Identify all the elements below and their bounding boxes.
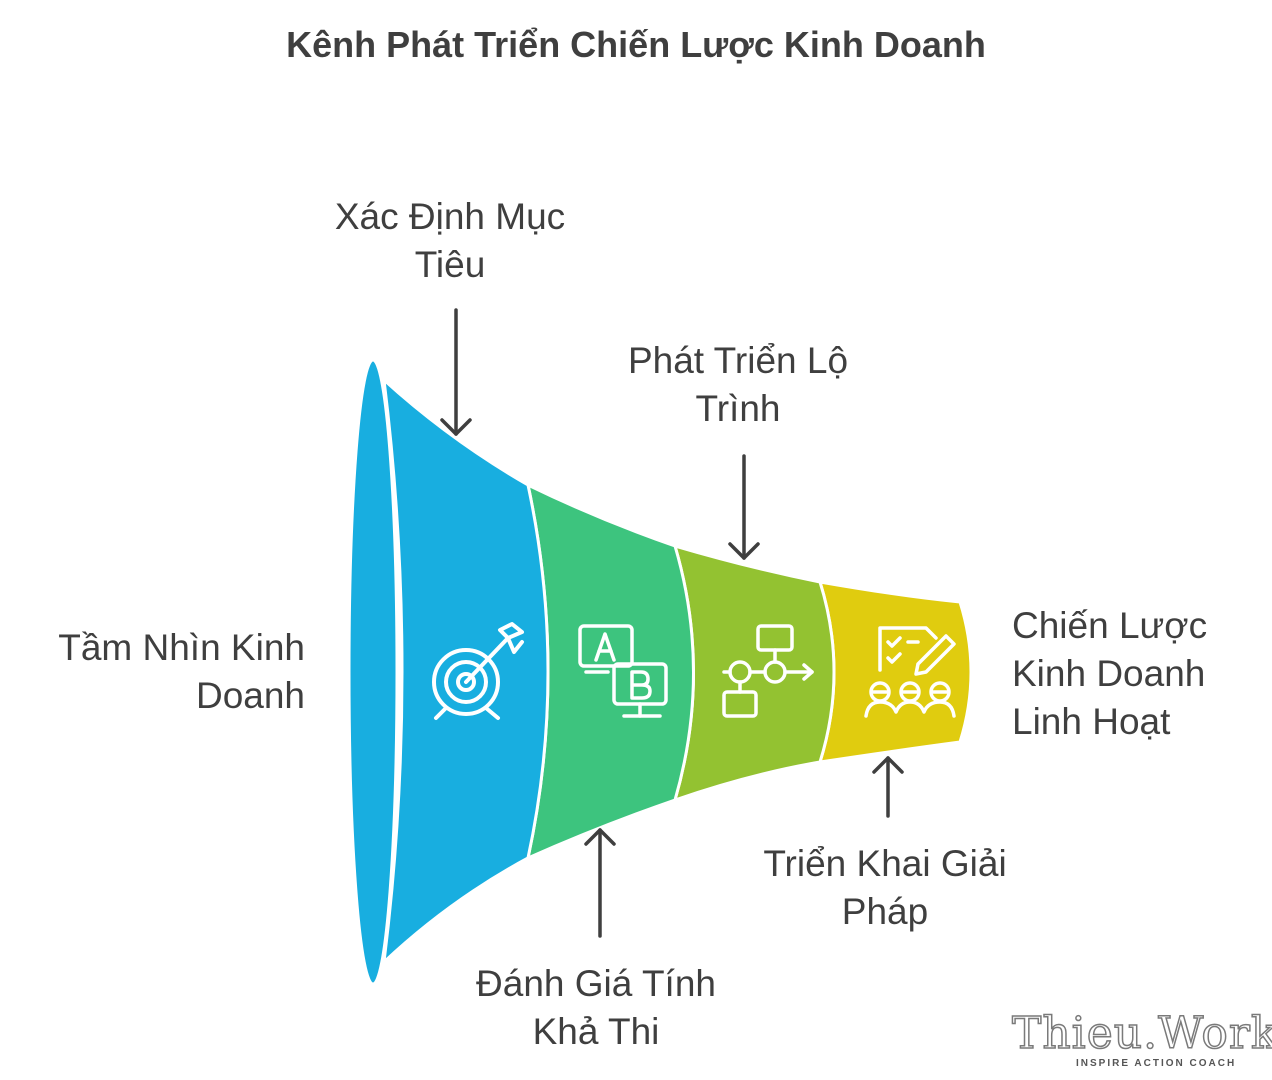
funnel-segment-feasibility	[525, 482, 695, 861]
arrow-roadmap	[728, 454, 760, 560]
label-goal-line-1: Xác Định Mục	[334, 196, 566, 237]
label-vision-line-1: Tầm Nhìn Kinh	[58, 627, 305, 668]
arrow-implement	[872, 756, 904, 818]
team-checklist-icon	[864, 626, 956, 718]
funnel-segment-implement	[817, 580, 973, 764]
label-implement-line-1: Triển Khai Giải	[763, 843, 1007, 884]
label-result: Chiến Lược Kinh Doanh Linh Hoạt	[1012, 602, 1207, 746]
label-result-line-1: Chiến Lược	[1012, 605, 1208, 646]
label-roadmap-line-2: Trình	[695, 388, 781, 429]
label-result-line-2: Kinh Doanh	[1012, 653, 1206, 694]
funnel-segment-goal	[382, 376, 550, 966]
target-icon	[432, 622, 524, 720]
funnel-mouth-vision	[347, 358, 399, 986]
label-roadmap: Phát Triển Lộ Trình	[588, 337, 888, 433]
logo-tagline: INSPIRE ACTION COACH	[1076, 1058, 1237, 1069]
label-implement-line-2: Pháp	[841, 891, 929, 932]
flowchart-icon	[722, 624, 814, 718]
ab-test-icon	[578, 624, 668, 718]
arrow-goal	[440, 308, 472, 436]
label-feasibility-line-1: Đánh Giá Tính	[476, 963, 716, 1004]
watermark-logo: Thieu.Work INSPIRE ACTION COACH	[1011, 1007, 1272, 1072]
label-goal-line-2: Tiêu	[414, 244, 486, 285]
label-vision: Tầm Nhìn Kinh Doanh	[58, 624, 305, 720]
label-vision-line-2: Doanh	[195, 675, 305, 716]
label-feasibility: Đánh Giá Tính Khả Thi	[446, 960, 746, 1056]
label-roadmap-line-1: Phát Triển Lộ	[627, 340, 849, 381]
label-result-line-3: Linh Hoạt	[1012, 701, 1171, 742]
arrow-feasibility	[584, 828, 616, 938]
label-goal: Xác Định Mục Tiêu	[300, 193, 600, 289]
label-implement: Triển Khai Giải Pháp	[720, 840, 1050, 936]
logo-text: Thieu.Work	[1011, 1007, 1272, 1060]
diagram-title: Kênh Phát Triển Chiến Lược Kinh Doanh	[286, 24, 986, 65]
label-feasibility-line-2: Khả Thi	[532, 1011, 660, 1052]
